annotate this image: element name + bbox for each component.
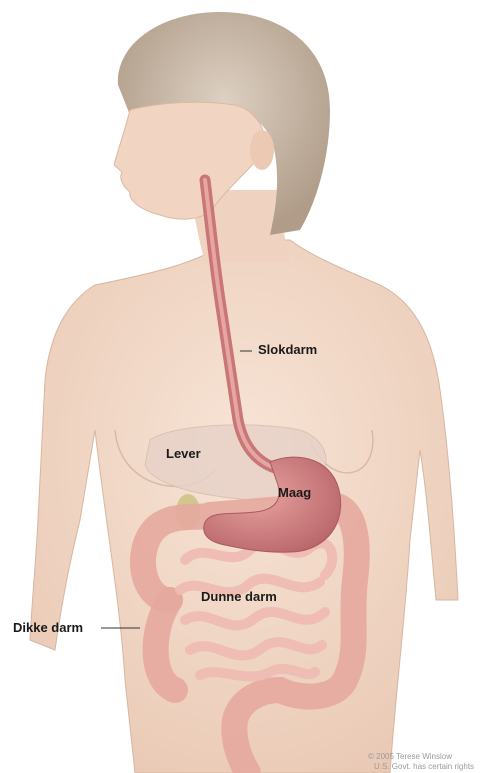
label-stomach: Maag <box>278 485 311 500</box>
copyright-line-1: © 2005 Terese Winslow <box>368 752 452 761</box>
copyright-line-2: U.S. Govt. has certain rights <box>374 762 474 771</box>
ear <box>250 130 274 170</box>
label-small-intestine: Dunne darm <box>201 589 277 604</box>
label-liver: Lever <box>166 446 201 461</box>
label-large-intestine: Dikke darm <box>13 620 83 635</box>
label-esophagus: Slokdarm <box>258 342 317 357</box>
